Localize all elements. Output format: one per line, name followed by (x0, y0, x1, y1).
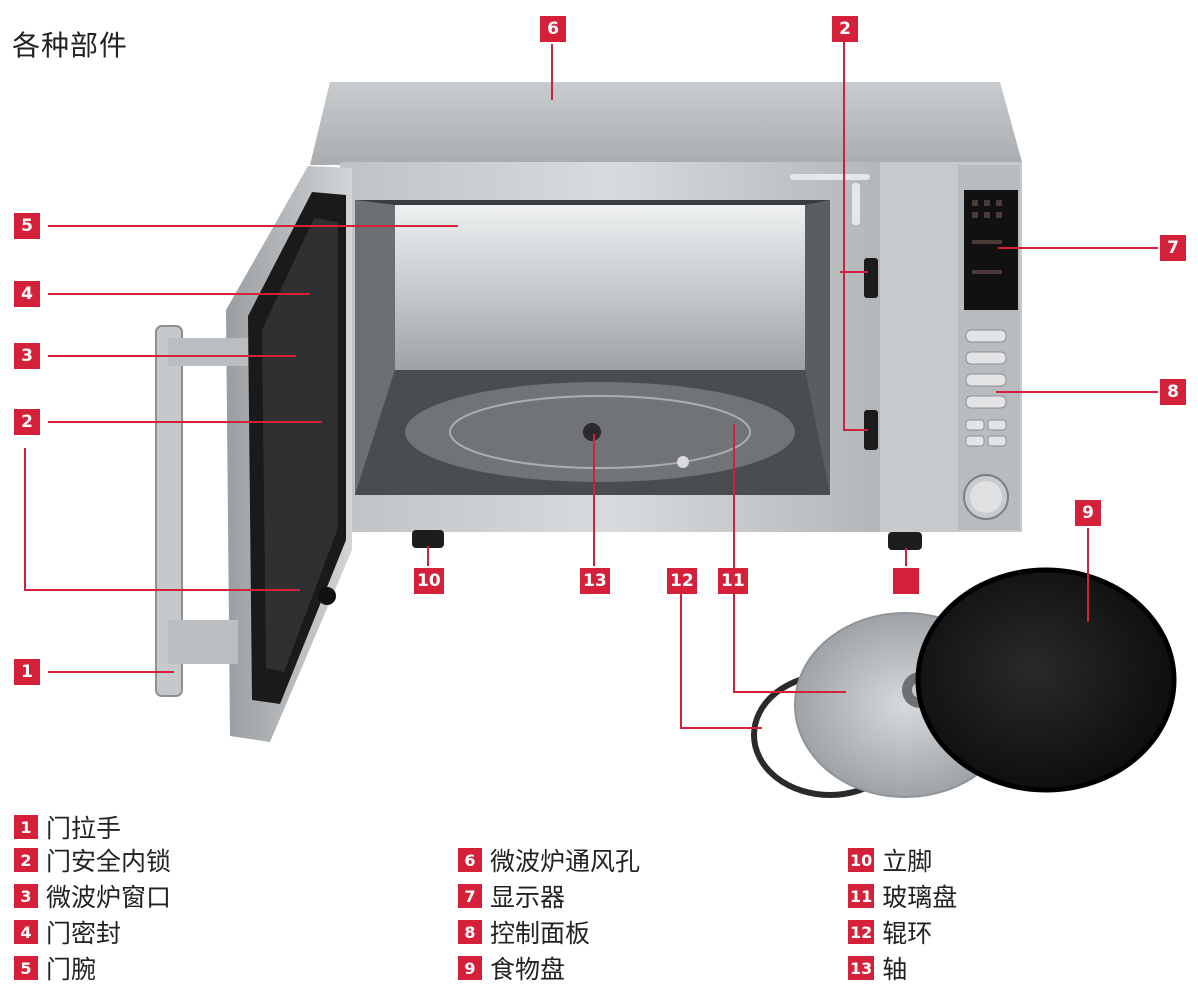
callout-6: 6 (540, 16, 566, 42)
callout-13: 13 (580, 568, 610, 594)
legend-item-4: 4 门密封 (14, 917, 122, 948)
callout-10: 10 (414, 568, 444, 594)
callout-foot-right (893, 568, 919, 594)
legend-item-11: 11 玻璃盘 (848, 881, 958, 912)
legend-num: 3 (14, 884, 38, 908)
legend-item-10: 10 立脚 (848, 845, 933, 876)
microwave-top (310, 82, 1022, 165)
legend-text: 微波炉通风孔 (490, 847, 641, 876)
legend-num: 6 (458, 848, 482, 872)
legend-num: 2 (14, 848, 38, 872)
legend-num: 13 (848, 956, 875, 980)
legend-num: 8 (458, 920, 482, 944)
legend-text: 门腕 (46, 955, 97, 984)
latch-slot-upper (864, 258, 878, 298)
legend-text: 控制面板 (490, 919, 591, 948)
callout-1: 1 (14, 659, 40, 685)
foot-left (412, 530, 444, 548)
callout-2-left: 2 (14, 409, 40, 435)
legend-text: 立脚 (882, 847, 933, 876)
legend-item-5: 5 门腕 (14, 953, 97, 984)
callout-9: 9 (1075, 500, 1101, 526)
legend-item-6: 6 微波炉通风孔 (458, 845, 641, 876)
foot-right (888, 532, 922, 550)
latch-slot-lower (864, 410, 878, 450)
legend-item-13: 13 轴 (848, 953, 908, 984)
page-title: 各种部件 (12, 29, 129, 62)
legend-text: 门拉手 (46, 814, 122, 843)
legend-num: 11 (848, 884, 875, 908)
legend-item-8: 8 控制面板 (458, 917, 591, 948)
legend-text: 显示器 (490, 883, 566, 912)
legend-item-12: 12 辊环 (848, 917, 933, 948)
legend-item-1: 1 门拉手 (14, 812, 122, 843)
callout-11: 11 (718, 568, 748, 594)
legend-text: 食物盘 (490, 955, 566, 984)
legend-text: 门密封 (46, 919, 122, 948)
legend-num: 5 (14, 956, 38, 980)
display-panel (964, 190, 1018, 310)
legend-text: 轴 (882, 955, 908, 984)
legend-num: 1 (14, 815, 38, 839)
callout-2-top: 2 (832, 16, 858, 42)
callout-3: 3 (14, 343, 40, 369)
legend-text: 辊环 (882, 919, 933, 948)
legend-num: 4 (14, 920, 38, 944)
callout-8: 8 (1160, 379, 1186, 405)
legend-num: 10 (848, 848, 875, 872)
legend-num: 7 (458, 884, 482, 908)
legend-num: 9 (458, 956, 482, 980)
legend-item-9: 9 食物盘 (458, 953, 566, 984)
legend-text: 玻璃盘 (882, 883, 958, 912)
legend-item-3: 3 微波炉窗口 (14, 881, 172, 912)
callout-12: 12 (667, 568, 697, 594)
door-handle (155, 325, 183, 697)
legend-text: 门安全内锁 (46, 847, 172, 876)
legend-item-2: 2 门安全内锁 (14, 845, 172, 876)
legend-num: 12 (848, 920, 875, 944)
callout-7: 7 (1160, 235, 1186, 261)
callout-5: 5 (14, 213, 40, 239)
microwave-illustration (24, 42, 1177, 798)
food-tray (915, 567, 1177, 793)
legend-text: 微波炉窗口 (46, 883, 172, 912)
legend-item-7: 7 显示器 (458, 881, 566, 912)
callout-4: 4 (14, 281, 40, 307)
